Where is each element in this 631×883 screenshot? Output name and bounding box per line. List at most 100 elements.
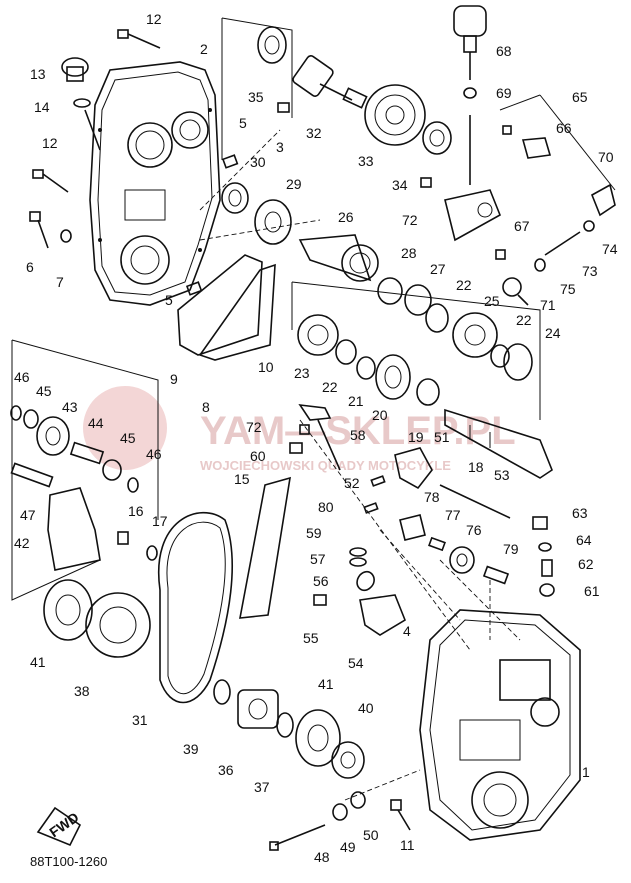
callout-59: 59 (306, 525, 322, 541)
washer-45-top (23, 409, 39, 429)
callout-8: 8 (202, 399, 210, 415)
shift-shaft-58 (298, 403, 341, 471)
callout-38: 38 (74, 683, 90, 699)
ball-61 (539, 583, 555, 597)
bolt-72-lower (299, 424, 310, 435)
bolt-67 (495, 249, 506, 260)
chain-guide-15 (239, 476, 291, 619)
callout-10: 10 (258, 359, 274, 375)
spring-56 (356, 570, 375, 592)
oil-seal-30 (221, 182, 249, 214)
callout-15: 15 (234, 471, 250, 487)
callout-14: 14 (34, 99, 50, 115)
callout-23: 23 (294, 365, 310, 381)
callout-52: 52 (344, 475, 360, 491)
pin-52 (370, 475, 386, 487)
callout-58: 58 (350, 427, 366, 443)
callout-4: 4 (403, 623, 411, 639)
ball-joint-71 (502, 277, 529, 306)
callout-12: 12 (42, 135, 58, 151)
callout-46: 46 (14, 369, 30, 385)
bearing-29 (254, 199, 292, 245)
dowel-3 (277, 102, 290, 113)
callout-64: 64 (576, 532, 592, 548)
callout-layer: 1 2 3 4 5 5 6 7 8 9 10 11 12 12 13 14 15… (14, 11, 618, 865)
callout-35: 35 (248, 89, 264, 105)
callout-11: 11 (400, 837, 415, 853)
washer-22-mid (335, 339, 357, 365)
callout-1: 1 (582, 764, 590, 780)
callout-48: 48 (314, 849, 330, 865)
shaft-26 (298, 234, 379, 282)
circlip-46-bottom (127, 477, 139, 493)
stopper-lever-54 (359, 594, 406, 636)
bearing-34 (422, 121, 452, 155)
callout-62: 62 (578, 556, 594, 572)
callout-32: 32 (306, 125, 322, 141)
cover-plate-8 (198, 263, 276, 361)
callout-19: 19 (408, 429, 424, 445)
pin-77 (428, 536, 446, 552)
callout-73: 73 (582, 263, 598, 279)
plug-63 (532, 516, 548, 530)
callout-47: 47 (20, 507, 36, 523)
shift-rod-53 (439, 484, 511, 519)
callout-17: 17 (152, 513, 168, 529)
bearing-35 (257, 26, 287, 64)
callout-69: 69 (496, 85, 512, 101)
oil-filler-cap (61, 57, 89, 82)
clip-66 (521, 137, 552, 159)
callout-37: 37 (254, 779, 270, 795)
dipstick-oring (73, 98, 101, 151)
callout-65: 65 (572, 89, 588, 105)
callout-40: 40 (358, 700, 374, 716)
callout-57: 57 (310, 551, 326, 567)
callout-12: 12 (146, 11, 162, 27)
callout-16: 16 (128, 503, 144, 519)
callout-30: 30 (250, 154, 266, 170)
washer-64 (538, 542, 552, 552)
callout-33: 33 (358, 153, 374, 169)
bolt-66 (502, 125, 512, 135)
callout-9: 9 (170, 371, 178, 387)
callout-5: 5 (239, 115, 247, 131)
bolt-11 (390, 799, 411, 831)
callout-45: 45 (120, 430, 136, 446)
callout-29: 29 (286, 176, 302, 192)
callout-39: 39 (183, 741, 199, 757)
callout-22: 22 (516, 312, 532, 328)
callout-78: 78 (424, 489, 440, 505)
callout-61: 61 (584, 583, 600, 599)
callout-26: 26 (338, 209, 354, 225)
callout-49: 49 (340, 839, 356, 855)
callout-42: 42 (14, 535, 30, 551)
washer-45-bottom (102, 459, 122, 481)
watermark-logo (83, 386, 167, 470)
callout-36: 36 (218, 762, 234, 778)
callout-34: 34 (392, 177, 408, 193)
callout-80: 80 (318, 499, 334, 515)
bolt-left (32, 169, 69, 193)
roller-76 (449, 546, 475, 574)
callout-41: 41 (30, 654, 46, 670)
oil-seal-40 (331, 741, 365, 779)
callout-60: 60 (250, 448, 266, 464)
callout-25: 25 (484, 293, 500, 309)
washer-7 (60, 229, 72, 243)
dowel-pin-lower (185, 281, 203, 296)
gear-23 (297, 314, 339, 356)
bolt-55 (313, 594, 327, 606)
callout-41: 41 (318, 676, 334, 692)
callout-50: 50 (363, 827, 379, 843)
nut-69 (463, 87, 477, 99)
bushing-28 (377, 277, 403, 305)
bolt-6 (29, 211, 49, 249)
right-crankcase-4 (419, 609, 581, 841)
drawing-code: 88T100-1260 (30, 854, 107, 869)
rod-73 (544, 231, 581, 256)
bearing-20 (375, 354, 411, 400)
bolt-48 (269, 824, 326, 851)
bracket-42 (47, 487, 101, 571)
callout-63: 63 (572, 505, 588, 521)
callout-6: 6 (26, 259, 34, 275)
